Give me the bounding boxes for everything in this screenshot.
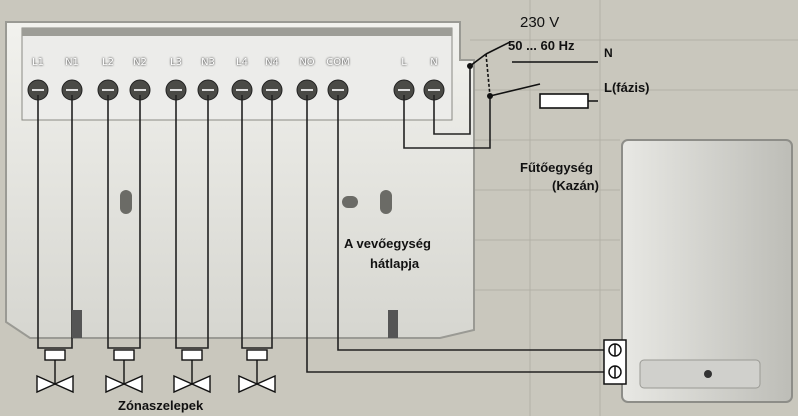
supply-voltage-label: 230 V	[520, 14, 560, 31]
background-wall	[470, 0, 798, 416]
terminal-label: N2	[133, 57, 147, 68]
boiler-label-line1: Fűtőegység	[520, 160, 593, 175]
mounting-slot	[380, 190, 392, 214]
terminal-label: COM	[326, 57, 350, 68]
switch-contact	[467, 63, 473, 69]
valves-label: Zónaszelepek	[118, 398, 204, 413]
zone-valve	[238, 349, 276, 394]
terminal-label: L3	[170, 57, 182, 68]
mounting-slot	[342, 196, 358, 208]
mounting-hook	[72, 310, 82, 338]
receiver-label-line2: hátlapja	[370, 256, 420, 271]
terminal-screws	[27, 79, 445, 101]
terminal-label: NO	[299, 57, 315, 68]
terminal-block	[21, 27, 453, 121]
terminal-label: N1	[65, 57, 79, 68]
terminal-label: L	[401, 57, 407, 68]
zone-valve	[173, 349, 211, 394]
zone-valve	[36, 349, 74, 394]
valve-wires	[37, 66, 604, 373]
terminal-label: N	[430, 57, 438, 68]
neutral-label: N	[604, 46, 613, 60]
mounting-slot	[120, 190, 132, 214]
phase-label: L(fázis)	[604, 80, 650, 95]
boiler-indicator	[704, 370, 712, 378]
boiler-label-line2: (Kazán)	[552, 178, 599, 193]
zone-valve	[105, 349, 143, 394]
boiler-panel	[639, 359, 761, 389]
receiver-label-line1: A vevőegység	[344, 236, 431, 251]
boiler-body	[621, 139, 793, 403]
zone-valves	[36, 349, 276, 394]
terminal-label: N4	[265, 57, 279, 68]
terminal-label: N3	[201, 57, 215, 68]
terminal-label: L1	[32, 57, 44, 68]
mains-switch	[469, 41, 598, 109]
terminal-comb	[22, 28, 452, 36]
supply-frequency-label: 50 ... 60 Hz	[508, 38, 575, 53]
switch-contact	[487, 93, 493, 99]
terminal-label: L2	[102, 57, 114, 68]
mounting-hook	[388, 310, 398, 338]
terminal-label: L4	[236, 57, 248, 68]
